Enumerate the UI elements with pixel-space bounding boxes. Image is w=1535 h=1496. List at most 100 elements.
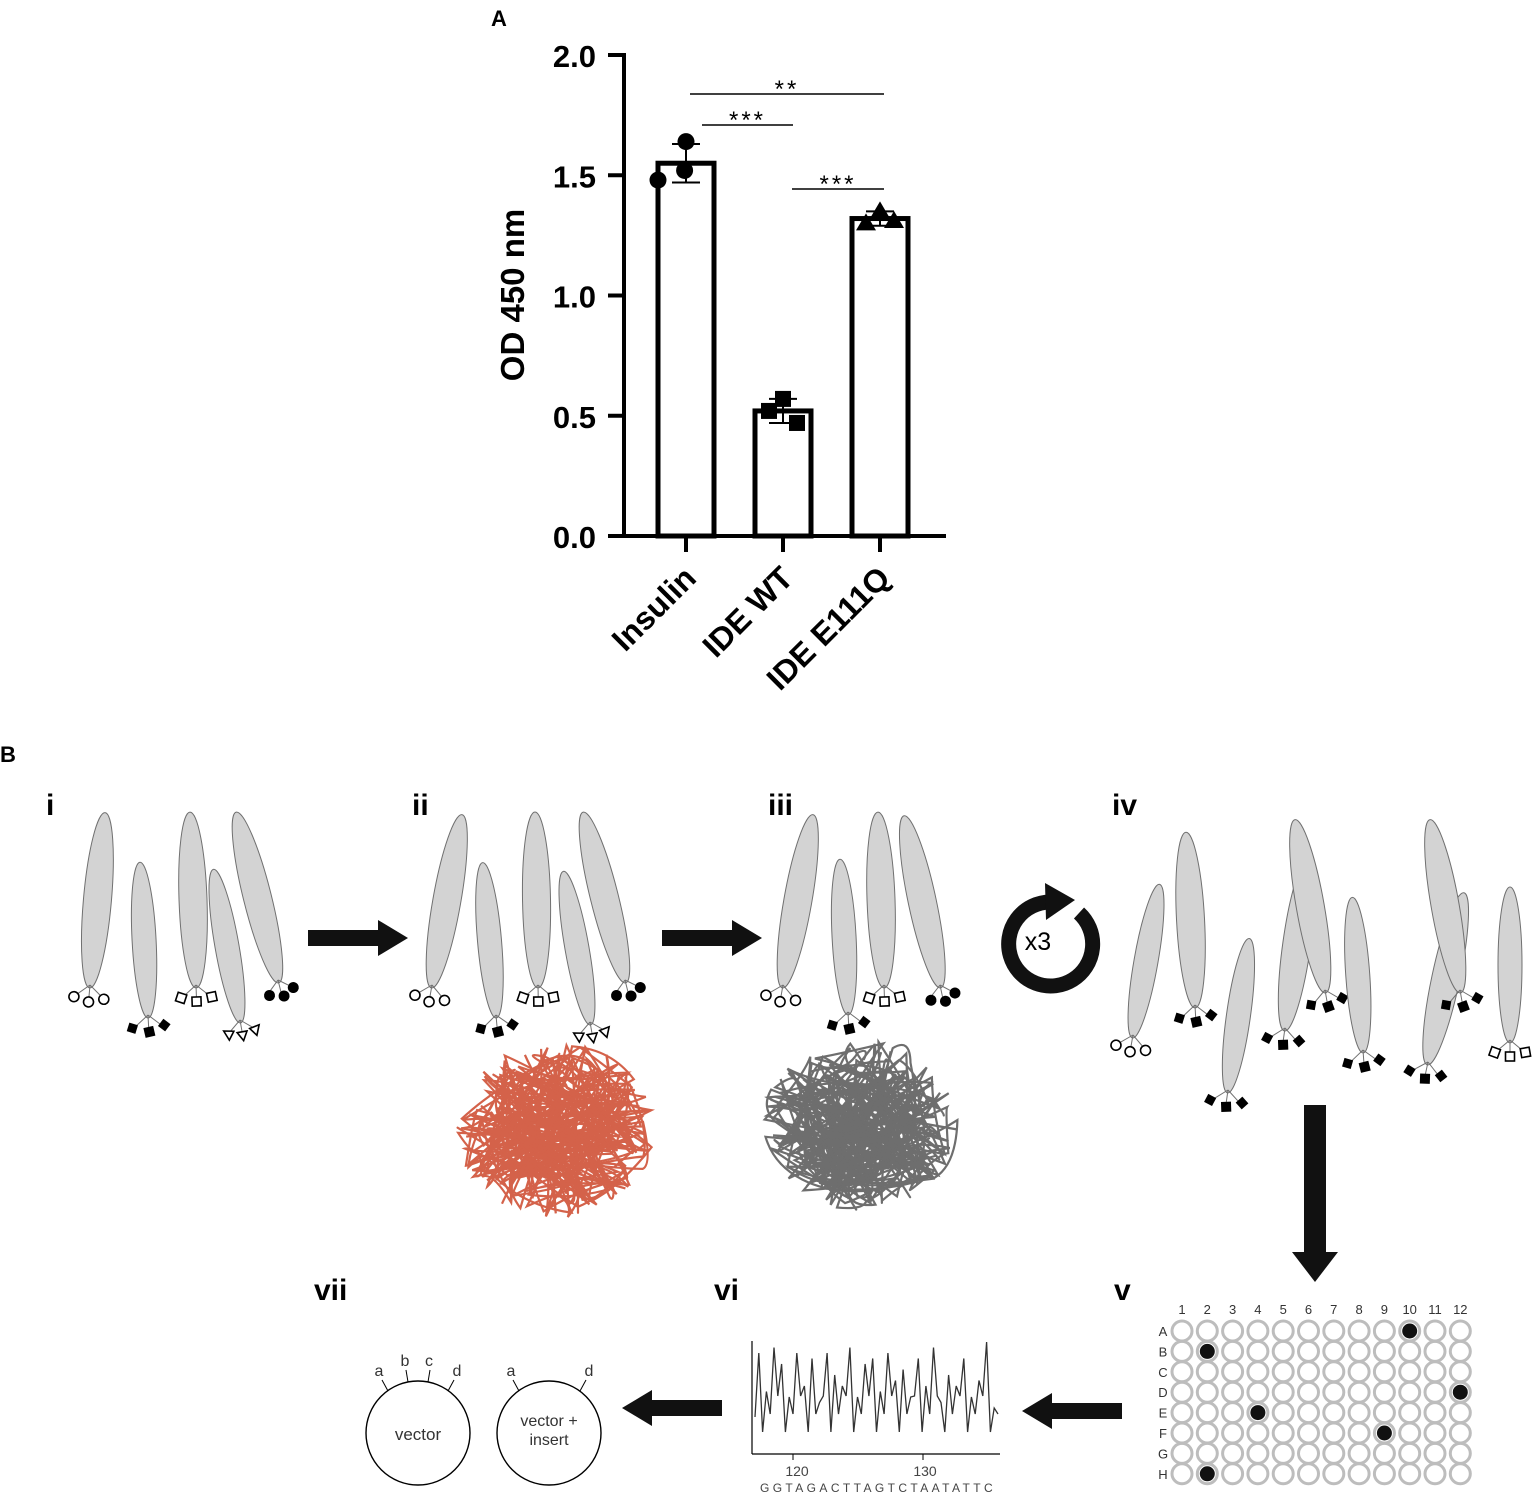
well — [1221, 1462, 1245, 1486]
step-v-label: v — [1114, 1274, 1131, 1307]
well — [1347, 1401, 1371, 1425]
well — [1372, 1380, 1396, 1404]
well — [1322, 1462, 1346, 1486]
plate-row-label: G — [1158, 1446, 1168, 1461]
site-d-2: d — [585, 1363, 594, 1380]
well — [1347, 1360, 1371, 1384]
y-tick-label: 1.0 — [553, 280, 596, 315]
well — [1246, 1319, 1270, 1343]
well — [1221, 1360, 1245, 1384]
well — [1423, 1421, 1447, 1445]
well — [1297, 1462, 1320, 1486]
well — [1297, 1360, 1320, 1384]
step-i-label: i — [46, 789, 54, 822]
well — [1398, 1462, 1422, 1486]
y-tick-label: 0.5 — [553, 400, 596, 435]
step-ii-binding — [407, 808, 656, 1218]
ribbon-strand — [776, 1077, 931, 1206]
well — [1448, 1339, 1472, 1363]
well — [1372, 1462, 1396, 1486]
data-point — [761, 402, 777, 419]
plasmid-insert-label-1: vector + — [520, 1413, 577, 1430]
well — [1271, 1421, 1295, 1445]
well — [1347, 1441, 1371, 1465]
well — [1170, 1360, 1194, 1384]
well — [1398, 1360, 1422, 1384]
well — [1347, 1421, 1371, 1445]
plasmid-vector-insert: vector + insert a d — [496, 1363, 602, 1486]
well — [1246, 1462, 1270, 1486]
well — [1271, 1339, 1295, 1363]
well — [1170, 1380, 1194, 1404]
positive-well — [1402, 1323, 1418, 1339]
plasmid-vector: vector a b c d — [365, 1353, 471, 1486]
plasmid-vector-label: vector — [395, 1425, 442, 1444]
plate-column-label: 9 — [1381, 1302, 1388, 1317]
well — [1347, 1319, 1371, 1343]
well — [1271, 1380, 1295, 1404]
well — [1423, 1401, 1447, 1425]
well — [1372, 1360, 1396, 1384]
significance-label: *** — [819, 171, 856, 198]
well — [1271, 1319, 1295, 1343]
ribbon-strand — [499, 1055, 656, 1214]
well — [1448, 1441, 1472, 1465]
plate-row-label: C — [1158, 1365, 1167, 1380]
y-tick-label: 0.0 — [553, 520, 596, 555]
data-point — [649, 171, 667, 189]
step-iv-label: iv — [1112, 789, 1137, 822]
ribbon-strand — [508, 1063, 647, 1174]
plate-column-label: 4 — [1254, 1302, 1261, 1317]
dna-sequence: GGTAGACTTAGTCTAATATTC — [760, 1481, 996, 1495]
well — [1221, 1319, 1245, 1343]
well — [1221, 1421, 1245, 1445]
panel-a-label: A — [491, 6, 507, 31]
positive-well — [1250, 1405, 1266, 1421]
well — [1297, 1401, 1320, 1425]
well — [1221, 1401, 1245, 1425]
well — [1297, 1421, 1320, 1445]
ribbon-strand — [801, 1074, 931, 1192]
well — [1372, 1339, 1396, 1363]
well — [1221, 1380, 1245, 1404]
well — [1297, 1319, 1320, 1343]
data-point — [677, 133, 695, 151]
plate-row-label: H — [1158, 1467, 1167, 1482]
well — [1195, 1401, 1219, 1425]
step-iii-label: iii — [768, 789, 793, 822]
well — [1195, 1380, 1219, 1404]
site-c: c — [425, 1353, 433, 1370]
y-axis-label: OD 450 nm — [494, 209, 531, 381]
well — [1423, 1360, 1447, 1384]
plate-column-label: 7 — [1330, 1302, 1337, 1317]
arrow-left-1 — [1022, 1393, 1122, 1429]
data-point — [884, 210, 904, 228]
well — [1195, 1360, 1219, 1384]
cycle-label: x3 — [1025, 928, 1051, 956]
chromatogram-tick-120: 120 — [785, 1463, 809, 1479]
well — [1398, 1380, 1422, 1404]
plate-column-label: 2 — [1204, 1302, 1211, 1317]
data-point — [775, 390, 791, 407]
well — [1398, 1339, 1422, 1363]
well — [1297, 1441, 1320, 1465]
well — [1398, 1421, 1422, 1445]
well — [1448, 1360, 1472, 1384]
well — [1398, 1401, 1422, 1425]
x-tick-label: Insulin — [605, 559, 703, 657]
positive-well — [1452, 1384, 1468, 1400]
positive-well — [1199, 1466, 1215, 1482]
well — [1195, 1421, 1219, 1445]
well — [1246, 1380, 1270, 1404]
significance-label: ** — [775, 76, 800, 103]
step-iii-binding — [758, 811, 963, 1211]
panel-b-label: B — [0, 742, 16, 767]
well — [1322, 1360, 1346, 1384]
well — [1195, 1441, 1219, 1465]
plasmid-insert-label-2: insert — [529, 1432, 569, 1449]
bar — [849, 216, 911, 539]
plate-row-label: E — [1159, 1406, 1168, 1421]
site-a: a — [375, 1363, 384, 1380]
